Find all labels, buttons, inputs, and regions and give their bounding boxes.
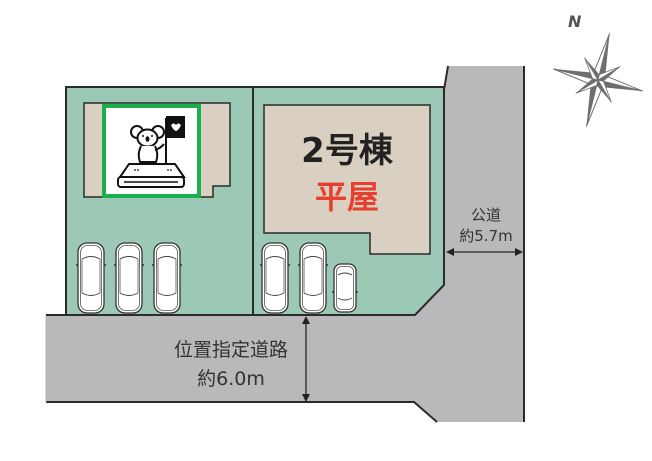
- public-road-width-arrow: [446, 248, 523, 256]
- koala-sandbox-icon: [102, 104, 201, 198]
- floor-type-label: 平屋: [314, 178, 379, 216]
- designated-road: [45, 314, 440, 423]
- building-name: 2号棟: [301, 131, 393, 171]
- designated-road-width: 約6.0m: [197, 368, 265, 390]
- lot-2: [252, 86, 445, 316]
- compass-rose-icon: [553, 33, 643, 127]
- car-icon: [259, 242, 291, 314]
- compact-car-icon: [331, 263, 359, 313]
- house-2-footprint: [263, 104, 431, 255]
- car-icon: [113, 242, 145, 314]
- designated-road-width-arrow: [302, 316, 310, 402]
- public-road-width: 約5.7m: [459, 227, 513, 245]
- car-icon: [75, 242, 107, 314]
- compass-north-label: N: [568, 12, 582, 31]
- lot-1-parking: [75, 242, 183, 314]
- car-icon: [151, 242, 183, 314]
- lot-1: [65, 86, 254, 316]
- car-icon: [297, 242, 329, 314]
- public-road-label: 公道: [470, 206, 501, 224]
- designated-road-label: 位置指定道路: [173, 339, 288, 361]
